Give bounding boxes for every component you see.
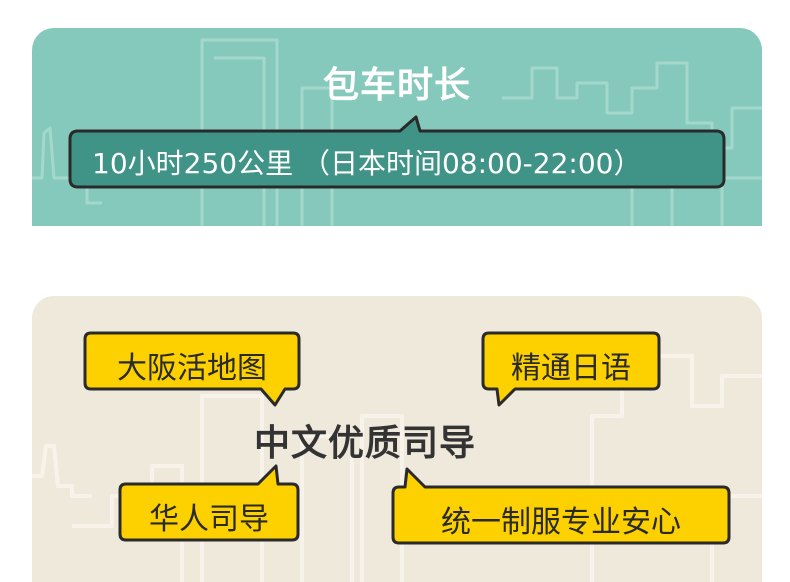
speech-bubble-shape [118, 464, 300, 542]
tag-text: 精通日语 [511, 351, 631, 386]
speech-bubble-shape [83, 331, 301, 407]
tag-uniform-professional: 统一制服专业安心 [391, 467, 731, 545]
duration-detail-bubble: 10小时250公里 （日本时间08:00-22:00） [68, 115, 726, 189]
tag-text: 华人司导 [149, 502, 269, 537]
tag-text: 统一制服专业安心 [441, 505, 681, 540]
tag-chinese-driver-guide: 华人司导 [118, 464, 300, 542]
speech-bubble-shape [391, 467, 731, 545]
tag-fluent-japanese: 精通日语 [481, 331, 661, 407]
speech-bubble-shape [68, 115, 726, 189]
duration-detail-text: 10小时250公里 （日本时间08:00-22:00） [92, 147, 642, 180]
tag-osaka-living-map: 大阪活地图 [83, 331, 301, 407]
speech-bubble-shape [481, 331, 661, 407]
duration-title: 包车时长 [322, 65, 471, 106]
tag-text: 大阪活地图 [117, 351, 267, 386]
guide-title: 中文优质司导 [253, 423, 476, 464]
duration-panel: 包车时长 [32, 28, 762, 226]
